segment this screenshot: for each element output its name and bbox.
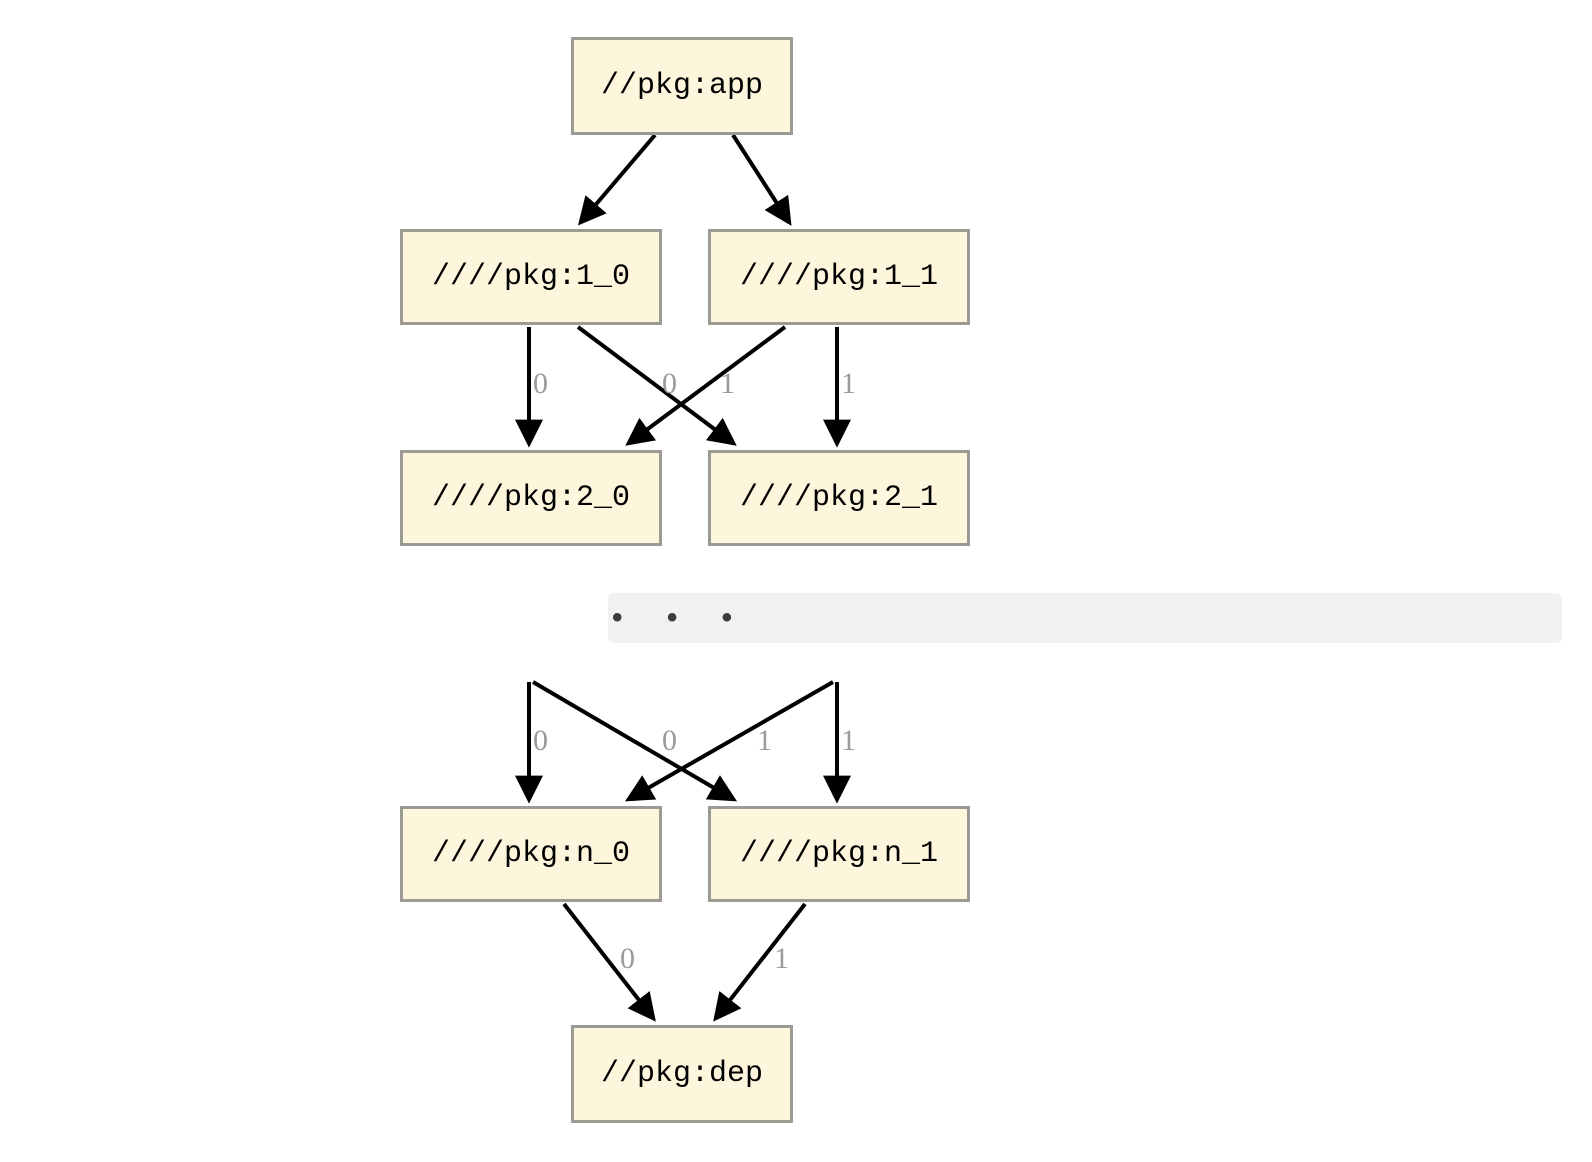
node-pkg-1_0[interactable]: ////pkg:1_0	[400, 229, 662, 325]
edge-omitted-to-n_1-cross	[531, 680, 738, 802]
edge-app-to-1_0	[577, 133, 657, 226]
edge-1_1-to-2_0	[625, 325, 787, 446]
node-pkg-1_1[interactable]: ////pkg:1_1	[708, 229, 970, 325]
edge-label-omitted-n_1-straight: 1	[841, 724, 856, 757]
omitted-levels-band: • • •	[608, 593, 1562, 643]
node-pkg-2_0[interactable]: ////pkg:2_0	[400, 450, 662, 546]
edge-label-n_1-dep: 1	[774, 942, 789, 975]
edge-n_1-to-dep	[713, 902, 807, 1022]
node-label: ////pkg:1_0	[431, 260, 631, 294]
node-label: ////pkg:1_1	[739, 260, 939, 294]
node-pkg-app[interactable]: //pkg:app	[571, 37, 793, 135]
edge-app-to-1_1	[731, 133, 792, 226]
edge-label-omitted-n_1-cross: 0	[662, 724, 677, 757]
node-pkg-n_1[interactable]: ////pkg:n_1	[708, 806, 970, 902]
edge-label-1_0-2_0: 0	[533, 367, 548, 400]
edge-n_0-to-dep	[562, 902, 656, 1022]
node-label: //pkg:dep	[600, 1057, 764, 1091]
edge-label-1_0-2_1: 0	[662, 367, 677, 400]
node-label: ////pkg:2_0	[431, 481, 631, 515]
node-pkg-dep[interactable]: //pkg:dep	[571, 1025, 793, 1123]
edge-label-omitted-n_0-cross: 1	[757, 724, 772, 757]
edge-label-1_1-2_0: 1	[720, 367, 735, 400]
edge-omitted-to-n_0-cross	[624, 680, 834, 802]
node-pkg-n_0[interactable]: ////pkg:n_0	[400, 806, 662, 902]
node-label: ////pkg:2_1	[739, 481, 939, 515]
ellipsis-dots: • • •	[612, 601, 751, 634]
node-label: //pkg:app	[600, 69, 764, 103]
edge-label-omitted-n_0-straight: 0	[533, 724, 548, 757]
edge-1_0-to-2_1	[576, 325, 737, 446]
node-label: ////pkg:n_0	[431, 837, 631, 871]
edge-label-1_1-2_1: 1	[841, 367, 856, 400]
node-pkg-2_1[interactable]: ////pkg:2_1	[708, 450, 970, 546]
node-label: ////pkg:n_1	[739, 837, 939, 871]
edge-label-n_0-dep: 0	[620, 942, 635, 975]
